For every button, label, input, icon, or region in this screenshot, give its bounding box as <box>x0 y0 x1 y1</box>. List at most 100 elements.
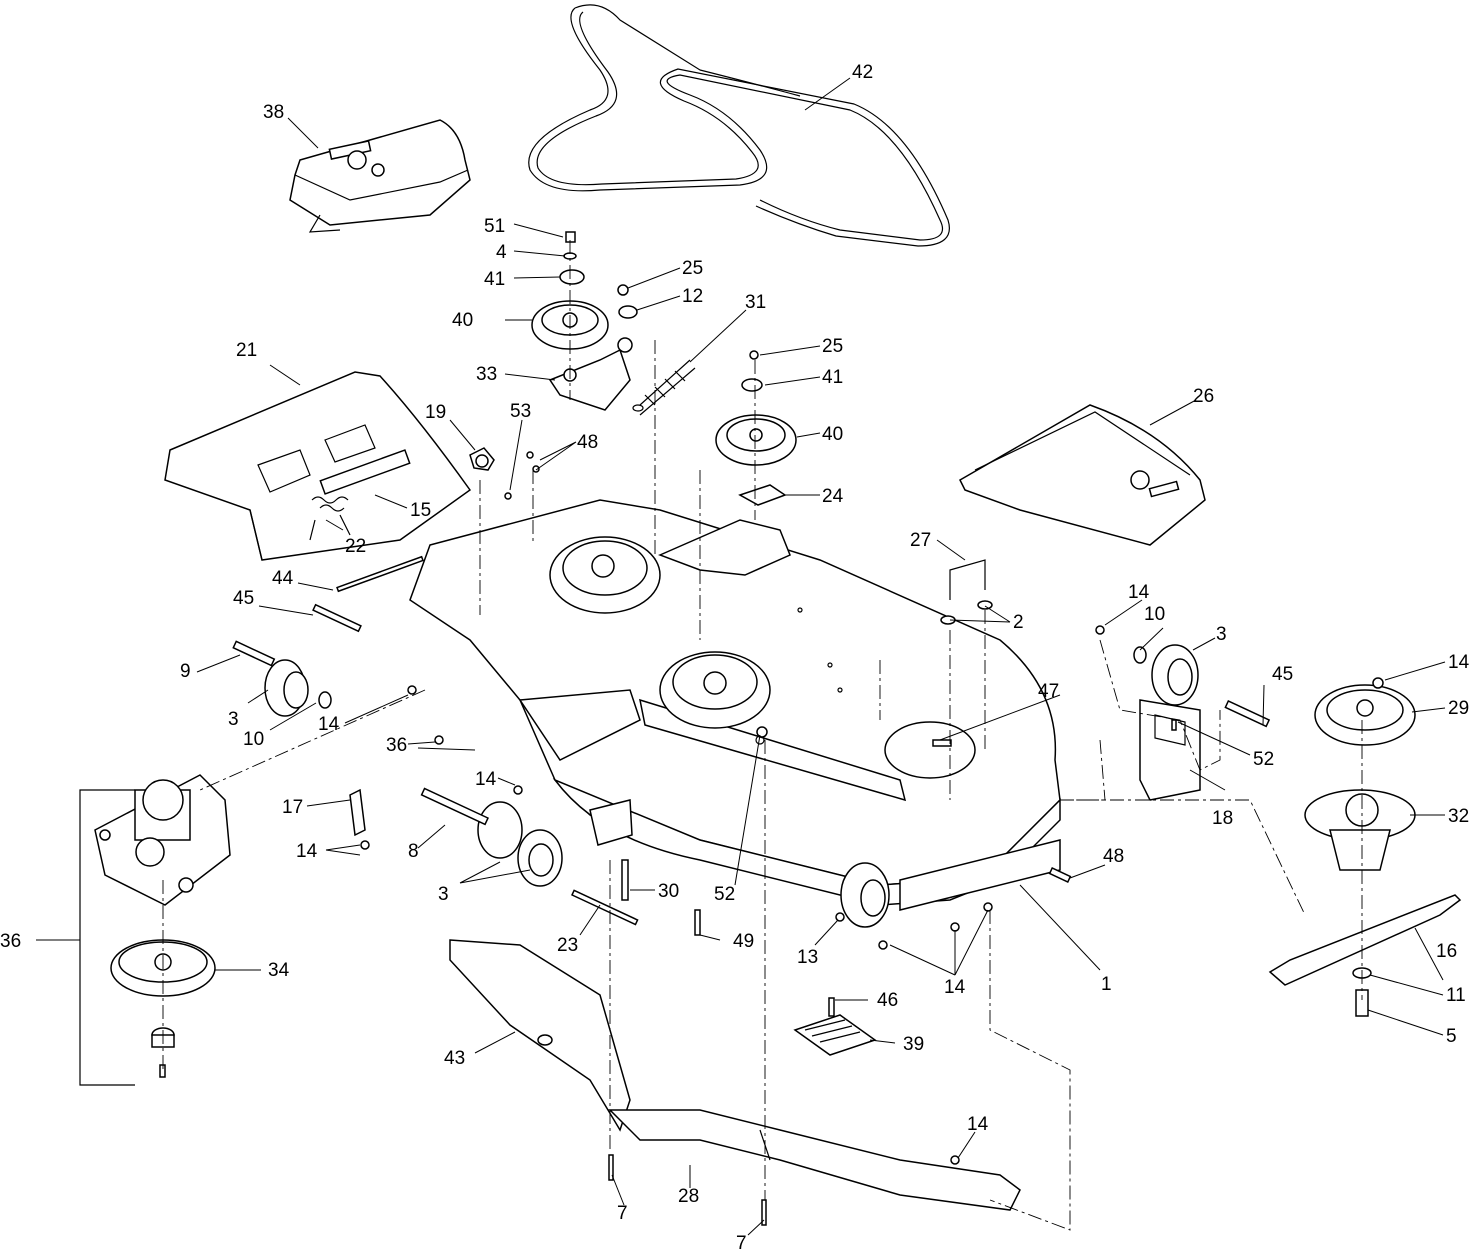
spacer-41-upper <box>559 269 585 285</box>
step-pad-39 <box>793 1014 877 1056</box>
baffle-43 <box>449 939 631 1132</box>
bolt-46 <box>828 997 835 1017</box>
callout-18: 18 <box>1212 808 1233 829</box>
nut-25-upper <box>617 284 629 296</box>
callout-31: 31 <box>745 292 766 313</box>
callout-14-bottom: 14 <box>967 1114 989 1135</box>
callout-9: 9 <box>180 661 191 682</box>
assembly-centerlines <box>162 240 1363 1231</box>
bolt-51 <box>565 231 576 243</box>
callout-8: 8 <box>408 841 419 862</box>
callout-12: 12 <box>682 286 703 307</box>
callout-30: 30 <box>658 881 679 902</box>
nut-25-lower <box>749 350 759 360</box>
drive-belt <box>528 4 950 247</box>
callout-4: 4 <box>496 242 507 263</box>
callout-7-right: 7 <box>736 1233 747 1254</box>
gearbox-bracket <box>79 789 135 1086</box>
deck-roller-center <box>477 801 563 887</box>
callout-3-right: 3 <box>1216 624 1227 645</box>
callout-33: 33 <box>476 364 497 385</box>
callout-labels: 42 38 51 4 41 25 12 31 40 25 21 33 41 26… <box>0 62 1470 1254</box>
callout-43: 43 <box>444 1048 465 1069</box>
callout-45-right: 45 <box>1272 664 1293 685</box>
bolt-23 <box>571 889 639 926</box>
hardware-nuts <box>360 451 1105 1226</box>
spacer-12 <box>618 305 638 319</box>
callout-46: 46 <box>877 990 898 1011</box>
callout-45-left: 45 <box>233 588 254 609</box>
torsion-spring <box>309 496 351 541</box>
height-bracket-front <box>589 799 633 846</box>
hardware-47 <box>932 739 952 747</box>
callout-41-upper: 41 <box>484 269 505 290</box>
callout-1: 1 <box>1101 974 1112 995</box>
callout-41-lower: 41 <box>822 367 843 388</box>
callout-53: 53 <box>510 401 531 422</box>
callout-26: 26 <box>1193 386 1214 407</box>
callout-14-left: 14 <box>318 714 340 735</box>
callout-14-right: 14 <box>1128 582 1150 603</box>
callout-52-right: 52 <box>1253 749 1274 770</box>
bushing-10-left <box>318 691 332 709</box>
deck-roller-front <box>840 862 890 928</box>
callout-7-left: 7 <box>617 1203 628 1224</box>
callout-14-center: 14 <box>475 769 497 790</box>
callout-27: 27 <box>910 530 931 551</box>
gearbox-assembly <box>94 774 231 906</box>
callout-13: 13 <box>797 947 818 968</box>
deflector-rod <box>319 449 411 495</box>
callout-48-deck: 48 <box>1103 846 1124 867</box>
callout-10-left: 10 <box>243 729 264 750</box>
callout-14-deck: 14 <box>944 977 966 998</box>
mower-blade-16 <box>1268 894 1462 986</box>
anti-scalp-rod <box>949 559 986 600</box>
callout-38: 38 <box>263 102 284 123</box>
height-adjust-knob <box>469 447 495 471</box>
callout-39: 39 <box>903 1034 924 1055</box>
callout-52-center: 52 <box>714 884 735 905</box>
callout-40-upper: 40 <box>452 310 473 331</box>
leader-lines <box>36 77 1446 1236</box>
callout-32: 32 <box>1448 806 1469 827</box>
height-bracket-17 <box>349 788 366 837</box>
callout-24: 24 <box>822 486 844 507</box>
callout-49: 49 <box>733 931 754 952</box>
belt-cover-right <box>959 404 1206 546</box>
callout-15: 15 <box>410 500 431 521</box>
idler-pulley-lower <box>715 414 797 466</box>
discharge-chute-deflector <box>164 371 472 561</box>
hardware-52-right <box>1171 719 1177 731</box>
callout-29: 29 <box>1448 698 1469 719</box>
anti-scalp-wheel-left <box>264 659 309 717</box>
callout-3-left: 3 <box>228 709 239 730</box>
callout-2: 2 <box>1013 612 1024 633</box>
callout-23: 23 <box>557 935 578 956</box>
axle-9 <box>232 640 276 667</box>
deck-spindle-pulley-center <box>659 651 771 729</box>
callout-47: 47 <box>1038 681 1059 702</box>
callout-40-lower: 40 <box>822 424 843 445</box>
washer-2b <box>977 600 993 610</box>
callout-48-upper: 48 <box>577 432 598 453</box>
callout-25-lower: 25 <box>822 336 843 357</box>
roller-axle-8 <box>420 787 489 826</box>
axle-44 <box>336 555 424 593</box>
axle-45-right <box>1224 699 1271 728</box>
blade-bolt-5 <box>1355 989 1369 1017</box>
idler-bracket-24 <box>738 484 787 506</box>
callout-19: 19 <box>425 402 446 423</box>
anti-scalp-wheel-right <box>1151 644 1199 706</box>
callout-11: 11 <box>1446 985 1466 1006</box>
callout-42: 42 <box>852 62 873 83</box>
callout-10-right: 10 <box>1144 604 1165 625</box>
callout-28: 28 <box>678 1186 699 1207</box>
callout-16: 16 <box>1436 941 1457 962</box>
callout-5: 5 <box>1446 1026 1457 1047</box>
nut-14-spindle <box>1372 677 1384 689</box>
axle-45-left <box>312 603 362 633</box>
callout-25-upper: 25 <box>682 258 703 279</box>
bolt-48-deck <box>1048 867 1072 883</box>
callout-36-mid: 36 <box>386 735 407 756</box>
